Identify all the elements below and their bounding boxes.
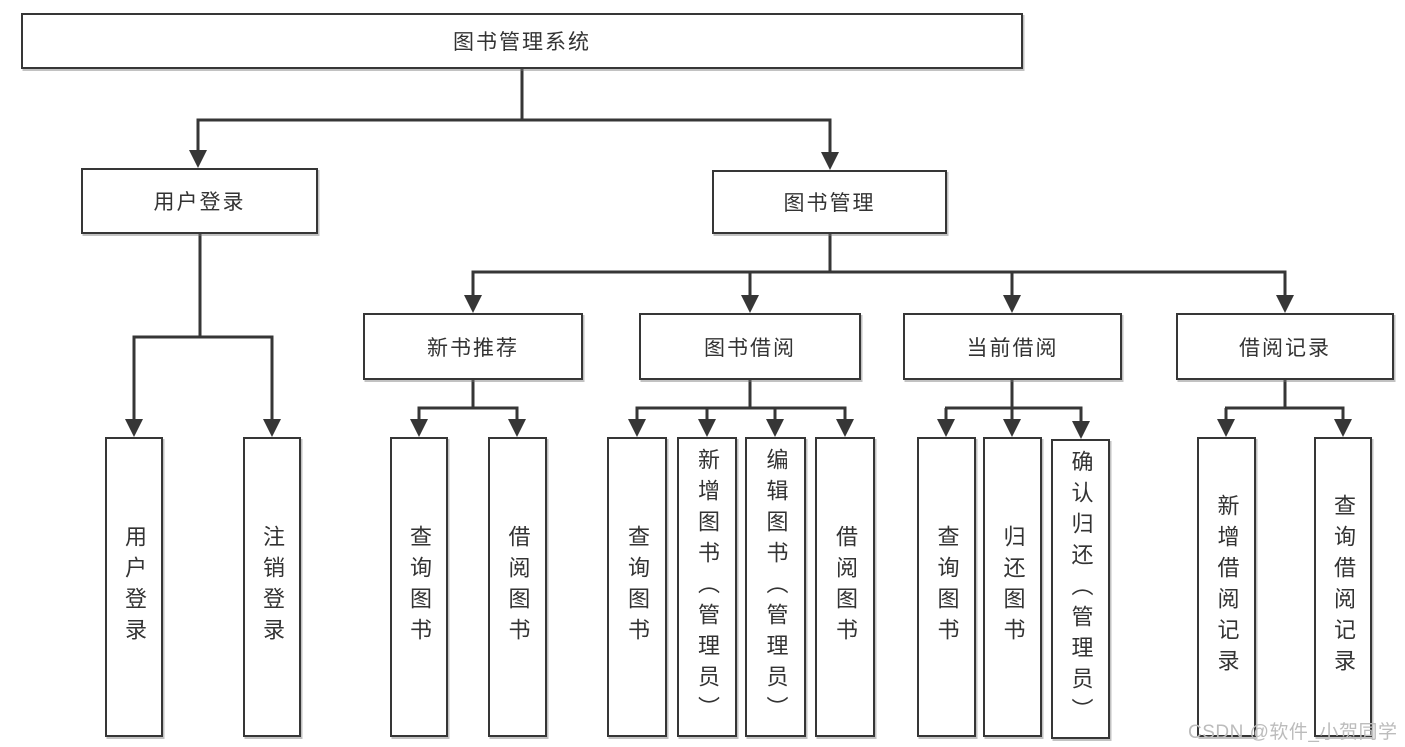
leaf-borrow-books-label: 借阅图书 <box>833 525 858 649</box>
node-book-management: 图书管理 <box>712 170 947 234</box>
leaf-query-borrow-record-label: 查询借阅记录 <box>1331 494 1356 680</box>
node-user-login: 用户登录 <box>81 168 318 234</box>
leaf-query-borrow-record: 查询借阅记录 <box>1314 437 1372 737</box>
leaf-return-books: 归还图书 <box>983 437 1042 737</box>
leaf-confirm-return-admin: 确认归还（管理员） <box>1051 439 1110 739</box>
leaf-edit-books-admin-label: 编辑图书（管理员） <box>763 447 789 727</box>
leaf-confirm-return-admin-label: 确认归还（管理员） <box>1068 449 1094 729</box>
leaf-edit-books-admin: 编辑图书（管理员） <box>745 437 806 737</box>
leaf-return-books-label: 归还图书 <box>1000 525 1026 649</box>
leaf-query-books-recommend: 查询图书 <box>390 437 448 737</box>
leaf-borrow-books-recommend-label: 借阅图书 <box>505 525 531 649</box>
node-book-borrowing: 图书借阅 <box>639 313 861 380</box>
leaf-add-books-admin: 新增图书（管理员） <box>677 437 737 737</box>
leaf-add-borrow-record-label: 新增借阅记录 <box>1214 494 1240 680</box>
node-borrowing-records: 借阅记录 <box>1176 313 1394 380</box>
leaf-borrow-books: 借阅图书 <box>815 437 875 737</box>
leaf-query-books-borrow-label: 查询图书 <box>625 525 650 649</box>
csdn-watermark: CSDN @软件_小贺同学 <box>1188 722 1398 743</box>
leaf-add-borrow-record: 新增借阅记录 <box>1197 437 1256 737</box>
leaf-logout-label: 注销登录 <box>260 525 285 649</box>
node-current-borrowing: 当前借阅 <box>903 313 1122 380</box>
leaf-add-books-admin-label: 新增图书（管理员） <box>695 447 720 727</box>
leaf-query-books-borrow: 查询图书 <box>607 437 667 737</box>
node-library-management-system: 图书管理系统 <box>21 13 1023 69</box>
leaf-logout: 注销登录 <box>243 437 301 737</box>
leaf-user-login: 用户登录 <box>105 437 163 737</box>
leaf-query-books-current: 查询图书 <box>917 437 976 737</box>
leaf-borrow-books-recommend: 借阅图书 <box>488 437 547 737</box>
leaf-query-books-recommend-label: 查询图书 <box>407 525 432 649</box>
node-new-book-recommendation: 新书推荐 <box>363 313 583 380</box>
leaf-query-books-current-label: 查询图书 <box>934 525 960 649</box>
leaf-user-login-label: 用户登录 <box>122 525 147 649</box>
